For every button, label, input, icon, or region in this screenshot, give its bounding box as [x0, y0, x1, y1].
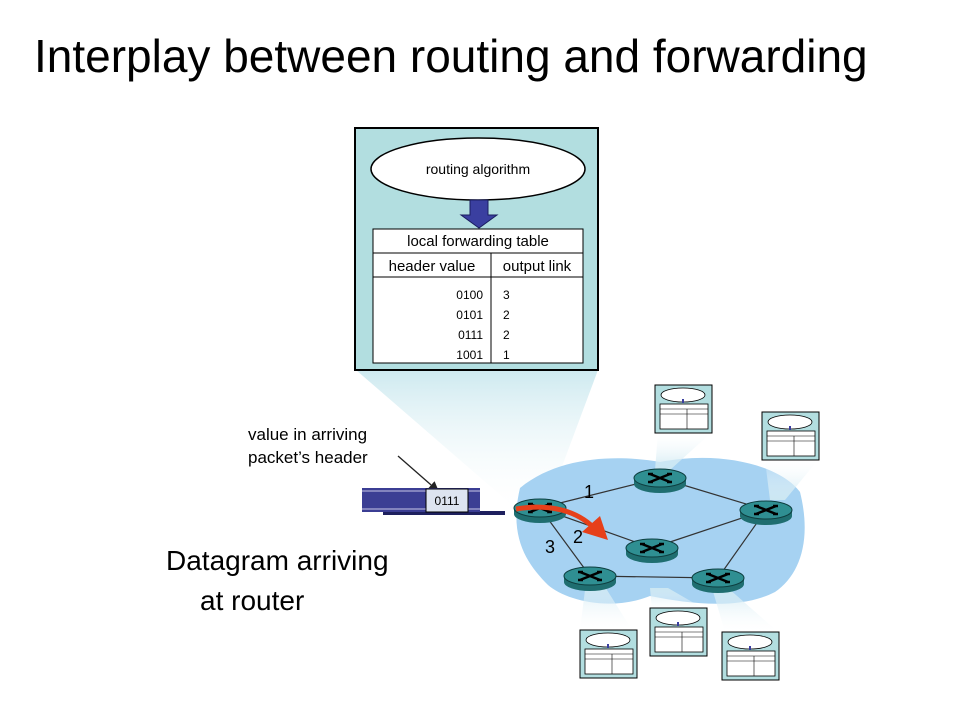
table-cell-header-value: 0100 — [456, 288, 483, 302]
routing-algorithm-label: routing algorithm — [426, 161, 530, 177]
remote-beam — [580, 582, 632, 630]
packet-annotation: value in arriving packet’s header — [248, 423, 368, 469]
table-cell-header-value: 1001 — [456, 348, 483, 362]
remote-beam — [712, 588, 778, 632]
remote-control-box — [654, 384, 713, 434]
router — [691, 568, 745, 593]
remote-control-box — [721, 631, 780, 681]
packet-shadow — [383, 511, 505, 515]
remote-control-box — [761, 411, 820, 461]
router — [563, 566, 617, 591]
column-header-output-link: output link — [503, 258, 572, 275]
forwarding-path-arrowhead — [582, 516, 608, 540]
remote-control-box — [649, 607, 708, 657]
table-cell-output-link: 3 — [503, 288, 510, 302]
forwarding-path-arrow — [515, 504, 596, 530]
router — [625, 538, 679, 563]
router — [633, 468, 687, 493]
annotation-pointer — [397, 455, 439, 492]
forwarding-table-rows: 0100 3 0101 2 0111 2 1001 1 — [456, 288, 510, 362]
packet-header-value: 0111 — [435, 494, 460, 508]
slide-title: Interplay between routing and forwarding — [34, 30, 868, 82]
port-label-1: 1 — [584, 482, 594, 502]
table-cell-header-value: 0111 — [458, 328, 483, 342]
port-label-2: 2 — [573, 527, 583, 547]
table-cell-output-link: 1 — [503, 348, 510, 362]
packet-annotation-line2: packet’s header — [248, 448, 368, 467]
remote-beam — [765, 460, 818, 500]
remote-control-box — [579, 629, 638, 679]
column-header-header-value: header value — [389, 258, 476, 275]
packet-header-box — [425, 488, 469, 513]
remote-beam — [655, 432, 712, 470]
packet-annotation-line1: value in arriving — [248, 425, 368, 444]
port-label-3: 3 — [545, 537, 555, 557]
down-arrow-icon — [459, 199, 499, 229]
remote-beam — [650, 588, 706, 610]
caption-line1: Datagram arriving — [166, 545, 389, 576]
caption-line2: at router — [200, 585, 305, 616]
table-cell-output-link: 2 — [503, 308, 510, 322]
forwarding-table-title: local forwarding table — [407, 233, 549, 250]
forwarding-table — [372, 228, 584, 364]
router — [739, 500, 793, 525]
table-cell-output-link: 2 — [503, 328, 510, 342]
table-cell-header-value: 0101 — [456, 308, 483, 322]
